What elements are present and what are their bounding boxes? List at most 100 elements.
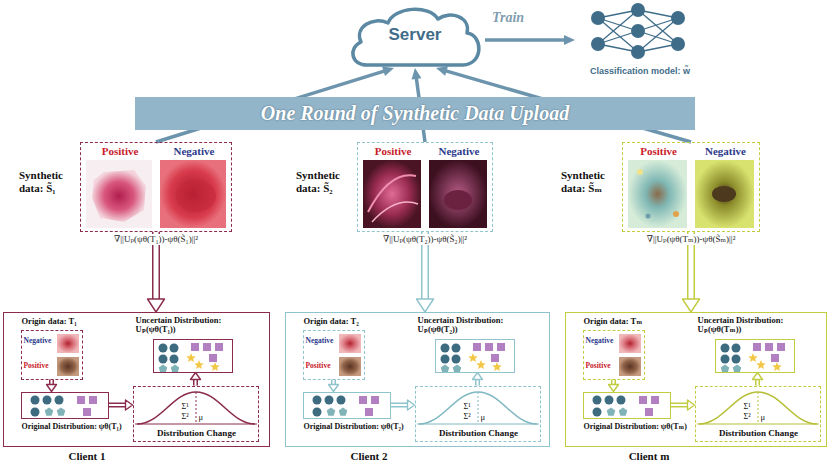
node-text: Origin data: T₂ [304, 317, 404, 327]
node-text: Negative [696, 145, 755, 158]
node-text: Original Distribution: ψθ(Tₘ) [584, 422, 692, 431]
art-circle [671, 37, 685, 51]
node-text: μ [481, 413, 493, 423]
art-circle [631, 3, 645, 17]
original-distribution-box: Original Distribution: ψθ(T₂) [303, 392, 391, 419]
arrow-head [412, 68, 422, 80]
uncertain-distribution-box: Uncertain Distribution: Uₚ(ψθ(T₂)) [435, 339, 515, 373]
connector [485, 35, 575, 45]
node-text: Client 1 [42, 450, 132, 463]
connector [609, 380, 619, 392]
classification-model: Classification model: w̃ [575, 2, 705, 80]
node-text: μ [761, 413, 773, 423]
uncertain-distribution-box: Uncertain Distribution: Uₚ(ψθ(T₁)) [153, 339, 233, 373]
original-distribution-box: Original Distribution: ψθ(T₁) [21, 392, 109, 419]
node-text: Uncertain Distribution: Uₚ(ψθ(T₁)) [136, 316, 254, 336]
connector [191, 373, 201, 386]
node-text: Origin data: Tₘ [584, 317, 684, 327]
node-text: Classification model: w̃ [575, 66, 705, 76]
art-polygon [92, 170, 146, 222]
arrow-head [382, 66, 394, 76]
connector [753, 373, 763, 386]
art-circle [591, 37, 605, 51]
art-rect [86, 160, 152, 228]
art-circle [671, 11, 685, 25]
art-circle [591, 11, 605, 25]
server-cloud: Server [345, 2, 485, 68]
node-text: Synthetic data: S̃ₘ [561, 169, 619, 194]
art-path [372, 202, 418, 222]
art-circle [631, 45, 645, 59]
synthetic-data-box: Synthetic data: S̃₂PositiveNegative [357, 142, 493, 232]
arrow-head [408, 400, 415, 410]
arrow-head [688, 400, 695, 410]
original-distribution-box: Original Distribution: ψθ(Tₘ) [583, 392, 671, 419]
upload-band: One Round of Synthetic Data Upload [135, 97, 695, 130]
arrow-head [126, 400, 133, 410]
edge-label: ∇||Uₚ(ψθ(T₁))-ψθ(S̃₁)||² [112, 234, 200, 245]
connector-line [109, 404, 128, 406]
node-text: Positive [364, 145, 422, 158]
node-text: Negative [24, 337, 57, 346]
node-text: Positive [306, 362, 339, 371]
client-box: Client 2Origin data: T₂NegativePositiveU… [285, 312, 550, 447]
node-text: Server [345, 25, 485, 45]
arrow-head [191, 373, 201, 380]
art-ellipse [176, 180, 216, 212]
node-text: Origin data: T₁ [22, 317, 122, 327]
arrow-head [753, 373, 763, 380]
origin-data-box: Origin data: T₁NegativePositive [21, 330, 83, 380]
art-ellipse [444, 190, 472, 210]
edge-label: ∇||Uₚ(ψθ(Tₘ))-ψθ(S̃ₘ)||² [645, 234, 738, 245]
arrow-head [473, 373, 483, 380]
connector-line [671, 404, 690, 406]
origin-data-box: Origin data: T₂NegativePositive [303, 330, 365, 380]
node-text: Positive [24, 362, 57, 371]
node-text: Σ² [744, 412, 758, 421]
node-text: Synthetic data: S̃₁ [19, 169, 77, 194]
node-text: Client 2 [324, 450, 414, 463]
node-text: μ [199, 413, 211, 423]
art-ellipse [712, 186, 736, 202]
art-rect [429, 160, 487, 228]
uncertain-distribution-box: Uncertain Distribution: Uₚ(ψθ(Tₘ)) [715, 339, 795, 373]
node-text: Distribution Change [416, 428, 542, 438]
node-text: One Round of Synthetic Data Upload [135, 102, 695, 125]
node-text: Uncertain Distribution: Uₚ(ψθ(T₂)) [418, 316, 536, 336]
arrow-head [564, 35, 575, 45]
node-text: Negative [586, 337, 619, 346]
node-text: Distribution Change [134, 428, 260, 438]
arrow-head [683, 299, 700, 312]
art-circle [673, 211, 679, 217]
synthetic-images [86, 160, 754, 228]
arrow-head [148, 299, 165, 312]
distribution-change-box: Σ¹Σ²μDistribution Change [695, 386, 821, 442]
synthetic-data-box: Synthetic data: S̃ₘPositiveNegative [622, 142, 760, 232]
connector [329, 380, 339, 392]
synthetic-data-box: Synthetic data: S̃₁PositiveNegative [80, 142, 232, 232]
client-box: Client 1Origin data: T₁NegativePositiveU… [3, 312, 270, 447]
node-text: Σ¹ [744, 402, 758, 411]
art-circle [646, 214, 651, 219]
node-text: Positive [629, 145, 688, 158]
neural-network-icon [591, 3, 685, 59]
node-text: Σ¹ [464, 402, 478, 411]
distribution-change-box: Σ¹Σ²μDistribution Change [415, 386, 541, 442]
connector-line [671, 403, 690, 408]
connector [391, 400, 415, 410]
art-rect [160, 160, 226, 228]
origin-data-box: Origin data: TₘNegativePositive [583, 330, 645, 380]
connector-line [391, 403, 410, 408]
distribution-change-box: Σ¹Σ²μDistribution Change [133, 386, 259, 442]
node-text: Positive [586, 362, 619, 371]
node-text: Σ² [464, 412, 478, 421]
arrow-head [436, 66, 448, 76]
client-box: Client mOrigin data: TₘNegativePositiveU… [565, 312, 827, 447]
arrow-head [329, 385, 339, 392]
node-text: Σ¹ [182, 402, 196, 411]
node-text: Negative [306, 337, 339, 346]
art-rect [695, 160, 754, 228]
connector [671, 400, 695, 410]
art-rect [363, 160, 421, 228]
connector [109, 400, 133, 410]
